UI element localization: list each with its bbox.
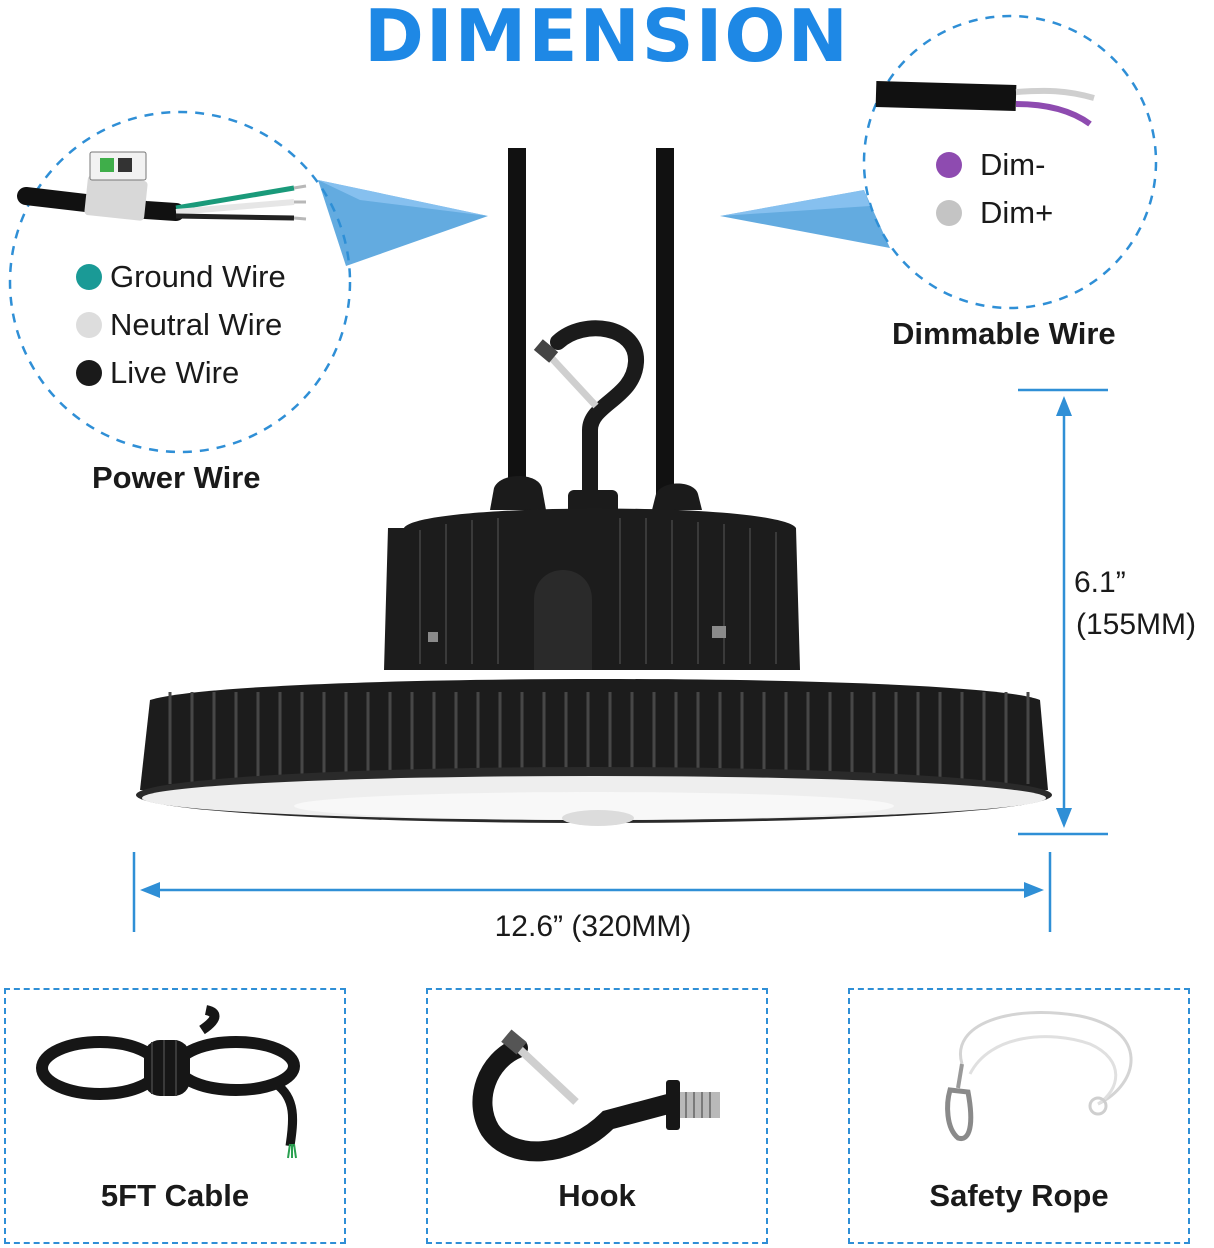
accessory-label: Hook <box>558 1178 636 1213</box>
page-title: DIMENSION <box>364 0 850 78</box>
dim-minus-dot-icon <box>936 152 962 178</box>
legend-label: Ground Wire <box>110 259 286 294</box>
accessory-label: 5FT Cable <box>100 1178 250 1213</box>
legend-item-dim-plus: Dim+ <box>936 194 1053 232</box>
dimmable-cable-icon <box>875 81 1095 127</box>
live-dot-icon <box>76 360 102 386</box>
height-dimension-inch: 6.1” <box>1074 566 1126 599</box>
legend-item-neutral: Neutral Wire <box>76 306 286 344</box>
legend-item-ground: Ground Wire <box>76 258 286 296</box>
ground-dot-icon <box>76 264 102 290</box>
power-cable-icon <box>17 151 307 221</box>
legend-item-dim-minus: Dim- <box>936 146 1053 184</box>
accessory-card-hook: Hook <box>426 988 768 1244</box>
dimmable-wire-caption: Dimmable Wire <box>892 316 1116 351</box>
power-wire-legend: Ground Wire Neutral Wire Live Wire <box>76 258 286 392</box>
accessory-card-cable: 5FT Cable <box>4 988 346 1244</box>
legend-label: Neutral Wire <box>110 307 283 342</box>
height-dimension-mm: (155MM) <box>1076 608 1197 641</box>
dimmable-wire-legend: Dim- Dim+ <box>936 146 1053 232</box>
neutral-dot-icon <box>76 312 102 338</box>
width-dimension-label: 12.6” (320MM) <box>494 910 692 943</box>
legend-label: Dim- <box>980 147 1046 182</box>
coiled-cable-icon <box>36 1005 300 1159</box>
hook-icon <box>472 1029 720 1162</box>
dim-plus-dot-icon <box>936 200 962 226</box>
safety-rope-icon <box>945 1011 1133 1141</box>
legend-label: Live Wire <box>110 355 240 390</box>
legend-label: Dim+ <box>980 195 1054 230</box>
accessory-card-rope: Safety Rope <box>848 988 1190 1244</box>
legend-item-live: Live Wire <box>76 354 286 392</box>
accessory-label: Safety Rope <box>929 1178 1109 1213</box>
power-wire-caption: Power Wire <box>92 460 261 495</box>
